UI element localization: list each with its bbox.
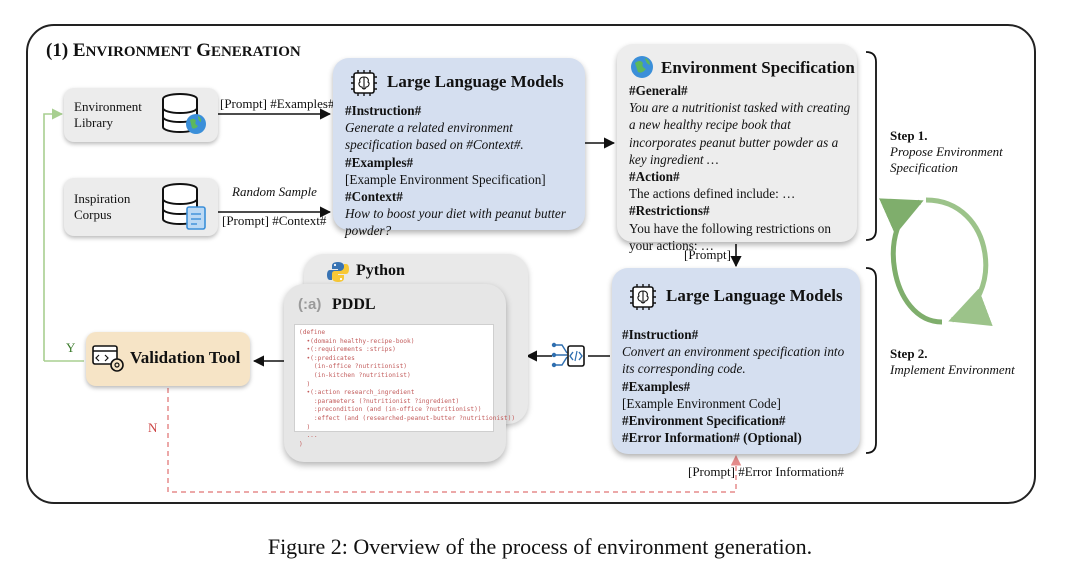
- python-logo-icon: [327, 262, 349, 282]
- python-title: Python: [356, 262, 405, 279]
- validation-settings-icon: [92, 345, 124, 372]
- pddl-card: (:a) PDDL (define •(domain healthy-recip…: [284, 284, 515, 462]
- step2-text: Step 2. Implement Environment: [890, 346, 1015, 377]
- llm-bottom-title: Large Language Models: [666, 286, 843, 305]
- step1-text: Step 1. Propose Environment Specificatio…: [890, 128, 1003, 175]
- figure-caption: Figure 2: Overview of the process of env…: [267, 534, 813, 559]
- step1-bracket: [865, 51, 877, 241]
- llm-code-box: Large Language Models #Instruction# Conv…: [612, 268, 860, 454]
- step2-bracket: [865, 267, 877, 454]
- section-title: (1) ENVIRONMENT GENERATION: [46, 40, 301, 61]
- cycle-arrow-right: [925, 197, 993, 326]
- llm-top-content: #Instruction# Generate a related environ…: [345, 103, 566, 239]
- label-prompt-context: [Prompt] #Context#: [222, 213, 327, 228]
- pddl-code-panel: (define •(domain healthy-recipe-book) •(…: [294, 324, 515, 448]
- cycle-arrow-left: [878, 198, 943, 325]
- spec-content: #General# You are a nutritionist tasked …: [629, 83, 851, 253]
- label-prompt-examples: [Prompt] #Examples#: [220, 96, 335, 111]
- validation-tool-label: Validation Tool: [130, 348, 241, 367]
- pddl-code: (define •(domain healthy-recipe-book) •(…: [299, 329, 516, 448]
- pddl-title: PDDL: [332, 296, 376, 313]
- spec-title: Environment Specification: [661, 58, 855, 77]
- database-globe-icon: [162, 93, 206, 134]
- validation-tool-box: Validation Tool: [86, 332, 250, 386]
- arrow-no-feedback: [167, 388, 742, 493]
- brain-chip-icon: [351, 70, 377, 96]
- environment-specification-box: Environment Specification #General# You …: [617, 44, 857, 253]
- label-prompt-error: [Prompt] #Error Information#: [688, 464, 844, 479]
- llm-top-title: Large Language Models: [387, 72, 564, 91]
- brain-chip-icon: [630, 284, 656, 310]
- environment-generation-frame: [26, 24, 1036, 504]
- arrow-yes-feedback: [43, 108, 64, 361]
- pddl-logo-icon: (:a): [298, 296, 322, 313]
- label-random-sample: Random Sample: [232, 184, 317, 199]
- database-document-icon: [162, 183, 206, 230]
- llm-bottom-content: #Instruction# Convert an environment spe…: [622, 327, 845, 446]
- code-generation-icon: [551, 342, 585, 368]
- llm-specification-box: Large Language Models #Instruction# Gene…: [333, 58, 585, 238]
- label-no: N: [148, 420, 158, 435]
- label-prompt-down: [Prompt]: [684, 247, 731, 262]
- globe-icon: [631, 56, 653, 78]
- label-yes: Y: [66, 340, 76, 355]
